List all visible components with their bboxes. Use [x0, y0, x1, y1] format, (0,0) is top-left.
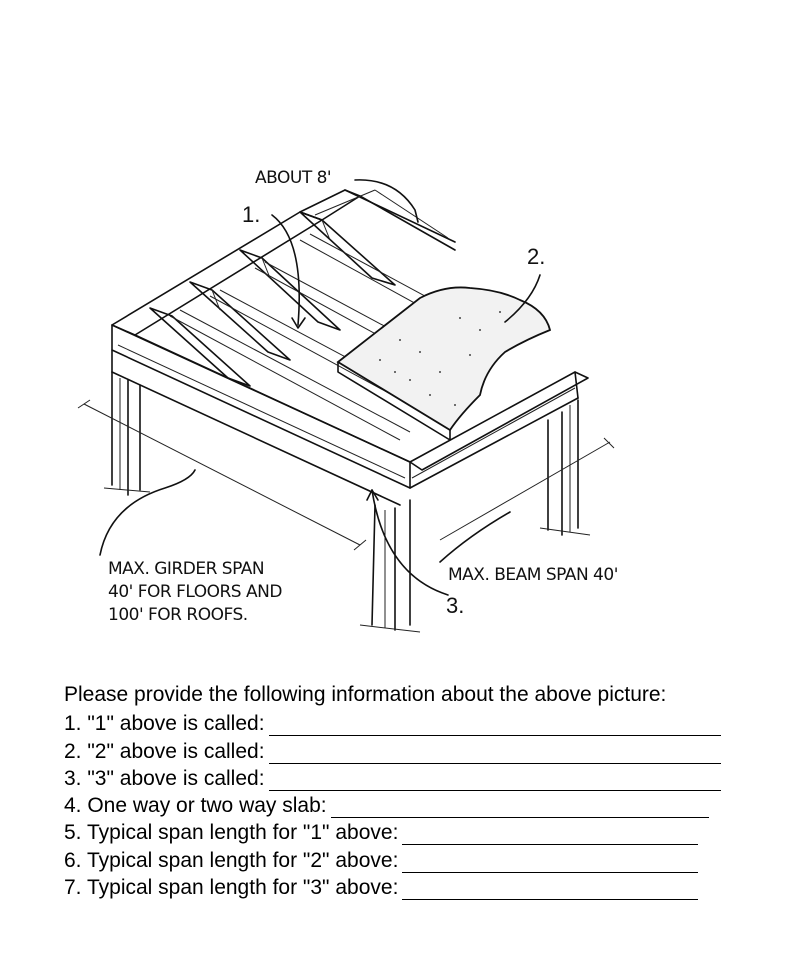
question-4: 4. One way or two way slab:	[64, 791, 764, 819]
structural-framing-sketch: ABOUT 8' 1. 2. 3. MAX. GIRDER SPAN 40' F…	[77, 168, 618, 633]
label-about-8: ABOUT 8'	[255, 168, 331, 188]
question-text: 7. Typical span length for "3" above:	[64, 876, 399, 900]
answer-blank[interactable]	[402, 827, 699, 846]
answer-blank[interactable]	[402, 882, 699, 901]
question-6: 6. Typical span length for "2" above:	[64, 845, 764, 873]
question-7: 7. Typical span length for "3" above:	[64, 873, 764, 901]
answer-blank[interactable]	[268, 718, 721, 737]
dimension-lines	[77, 189, 615, 551]
columns	[103, 371, 591, 633]
question-5: 5. Typical span length for "1" above:	[64, 818, 764, 846]
question-text: 2. "2" above is called:	[64, 739, 265, 763]
label-beam-span: MAX. BEAM SPAN 40'	[448, 565, 618, 585]
question-text: 1. "1" above is called:	[64, 712, 265, 736]
answer-blank[interactable]	[268, 773, 721, 791]
question-text: 4. One way or two way slab:	[64, 794, 327, 818]
question-text: 5. Typical span length for "1" above:	[64, 821, 399, 845]
worksheet-intro: Please provide the following information…	[64, 683, 667, 706]
right-girder	[409, 371, 589, 489]
label-girder-span-2: 40' FOR FLOORS AND	[108, 582, 282, 602]
leader-arrows	[99, 179, 541, 596]
question-text: 3. "3" above is called:	[64, 766, 265, 790]
callout-2: 2.	[527, 244, 545, 269]
answer-blank[interactable]	[330, 800, 709, 819]
worksheet: Please provide the following information…	[64, 681, 764, 901]
callout-1: 1.	[242, 202, 260, 227]
callout-3: 3.	[446, 593, 464, 618]
question-1: 1. "1" above is called:	[64, 709, 764, 737]
question-2: 2. "2" above is called:	[64, 736, 764, 764]
label-girder-span-3: 100' FOR ROOFS.	[108, 605, 248, 625]
slab	[336, 286, 552, 441]
front-girder	[111, 211, 411, 506]
question-text: 6. Typical span length for "2" above:	[64, 848, 399, 872]
answer-blank[interactable]	[268, 746, 721, 764]
answer-blank[interactable]	[402, 855, 699, 873]
label-girder-span-1: MAX. GIRDER SPAN	[108, 559, 264, 579]
question-3: 3. "3" above is called:	[64, 764, 764, 791]
